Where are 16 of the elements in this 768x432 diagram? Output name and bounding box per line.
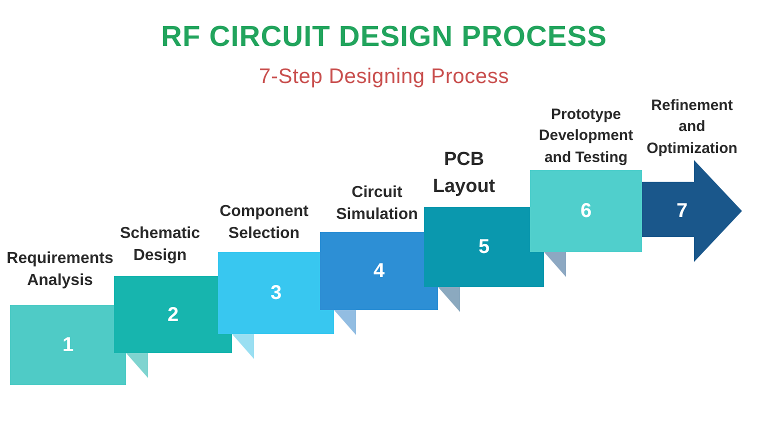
step-number: 3 bbox=[270, 283, 282, 303]
step-label: Requirements Analysis bbox=[6, 248, 114, 292]
step-label: Circuit Simulation bbox=[335, 182, 419, 226]
step-label: Schematic Design bbox=[118, 224, 202, 266]
step-number: 2 bbox=[167, 304, 179, 324]
step-number: 6 bbox=[580, 201, 592, 221]
subtitle: 7-Step Designing Process bbox=[259, 65, 509, 88]
step-number: 5 bbox=[478, 237, 490, 257]
step-number: 4 bbox=[373, 261, 385, 281]
step-label: Component Selection bbox=[218, 202, 310, 244]
title: RF CIRCUIT DESIGN PROCESS bbox=[161, 21, 607, 53]
step-number: 1 bbox=[62, 335, 74, 355]
step-label: Refinement and Optimization bbox=[646, 96, 738, 159]
step-label: Prototype Development and Testing bbox=[538, 105, 634, 168]
step-number: 7 bbox=[676, 201, 688, 221]
step-label: PCB Layout bbox=[432, 148, 496, 200]
